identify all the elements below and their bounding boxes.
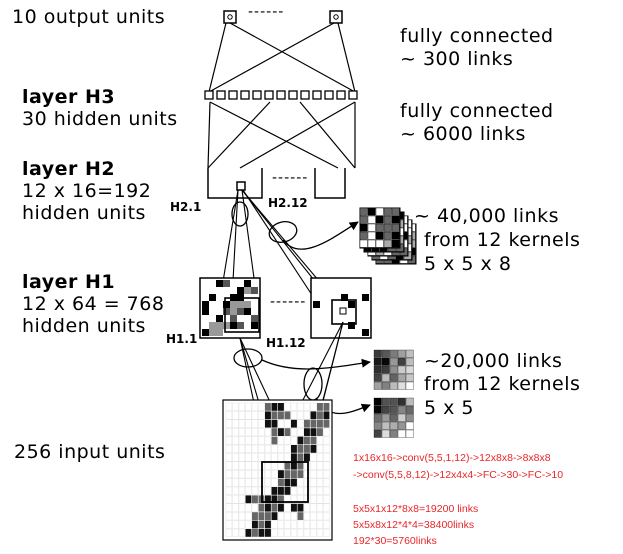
note-architecture-1: 1x16x16->conv(5,5,1,12)->12x8x8->8x8x8 <box>353 452 551 464</box>
h3-h2-links <box>207 101 356 169</box>
h2-kernel-line2: from 12 kernels <box>424 229 581 251</box>
h1-kernel-line1: ~20,000 links <box>424 350 563 372</box>
h3-layer <box>204 90 358 100</box>
h3-unit <box>240 90 250 100</box>
h2-layer <box>207 168 346 199</box>
map-label-h1-1: H1.1 <box>166 332 198 346</box>
h1-kernel-a <box>373 349 414 390</box>
h3-unit <box>252 90 262 100</box>
h1-kernel-arrow-a <box>261 358 371 370</box>
top-connection-line1: fully connected <box>400 25 554 47</box>
h2-kernel-arrow <box>282 221 359 250</box>
h3-title: layer H3 <box>22 86 116 108</box>
h1-kernel-b <box>373 397 414 438</box>
output-label: 10 output units <box>12 6 166 28</box>
h2-kernel-cube <box>359 207 417 265</box>
h3-unit <box>324 90 334 100</box>
h2-title: layer H2 <box>22 158 116 180</box>
note-links-3: 192*30=5760links <box>353 535 437 547</box>
output-unit-first <box>223 10 237 24</box>
output-unit-last <box>329 10 343 24</box>
h2-ellipsis: ------ <box>272 170 309 186</box>
h2-units-line1: 12 x 16=192 <box>22 180 152 202</box>
h3-unit <box>216 90 226 100</box>
mid-connection-line1: fully connected <box>400 100 554 122</box>
h3-unit <box>288 90 298 100</box>
output-ellipsis: ------ <box>248 4 285 20</box>
h1-title: layer H1 <box>22 271 116 293</box>
h3-unit <box>348 90 358 100</box>
h3-units: 30 hidden units <box>22 108 178 130</box>
output-layer <box>223 10 343 24</box>
h1-kernel-line2: from 12 kernels <box>424 373 581 395</box>
h1-layer <box>199 277 372 339</box>
h3-unit <box>336 90 346 100</box>
note-links-1: 5x5x1x12*8x8=19200 links <box>353 503 479 515</box>
h1-units-line1: 12 x 64 = 768 <box>22 293 165 315</box>
h1-receptive-ellipses <box>233 348 323 401</box>
h3-unit <box>264 90 274 100</box>
output-h3-links <box>208 22 356 93</box>
h2-kernel-line3: 5 x 5 x 8 <box>424 253 512 275</box>
mid-connection-line2: ~ 6000 links <box>400 123 526 145</box>
map-label-h2-12: H2.12 <box>268 196 308 210</box>
h2-kernel-line1: ~ 40,000 links <box>414 205 559 227</box>
h3-unit <box>312 90 322 100</box>
note-links-2: 5x5x8x12*4*4=38400links <box>353 519 475 531</box>
note-architecture-2: ->conv(5,5,8,12)->12x4x4->FC->30->FC->10 <box>353 469 564 481</box>
h1-ellipsis: ------ <box>270 294 307 310</box>
input-layer <box>222 399 333 541</box>
h3-unit <box>300 90 310 100</box>
map-label-h2-1: H2.1 <box>170 200 202 214</box>
h1-units-line2: hidden units <box>22 315 146 337</box>
h3-unit <box>228 90 238 100</box>
input-label: 256 input units <box>14 441 166 463</box>
h3-unit <box>204 90 214 100</box>
h2-units-line2: hidden units <box>22 202 146 224</box>
map-label-h1-12: H1.12 <box>266 336 306 350</box>
h1-kernel-line3: 5 x 5 <box>424 397 474 419</box>
top-connection-line2: ~ 300 links <box>400 48 514 70</box>
h3-unit <box>276 90 286 100</box>
